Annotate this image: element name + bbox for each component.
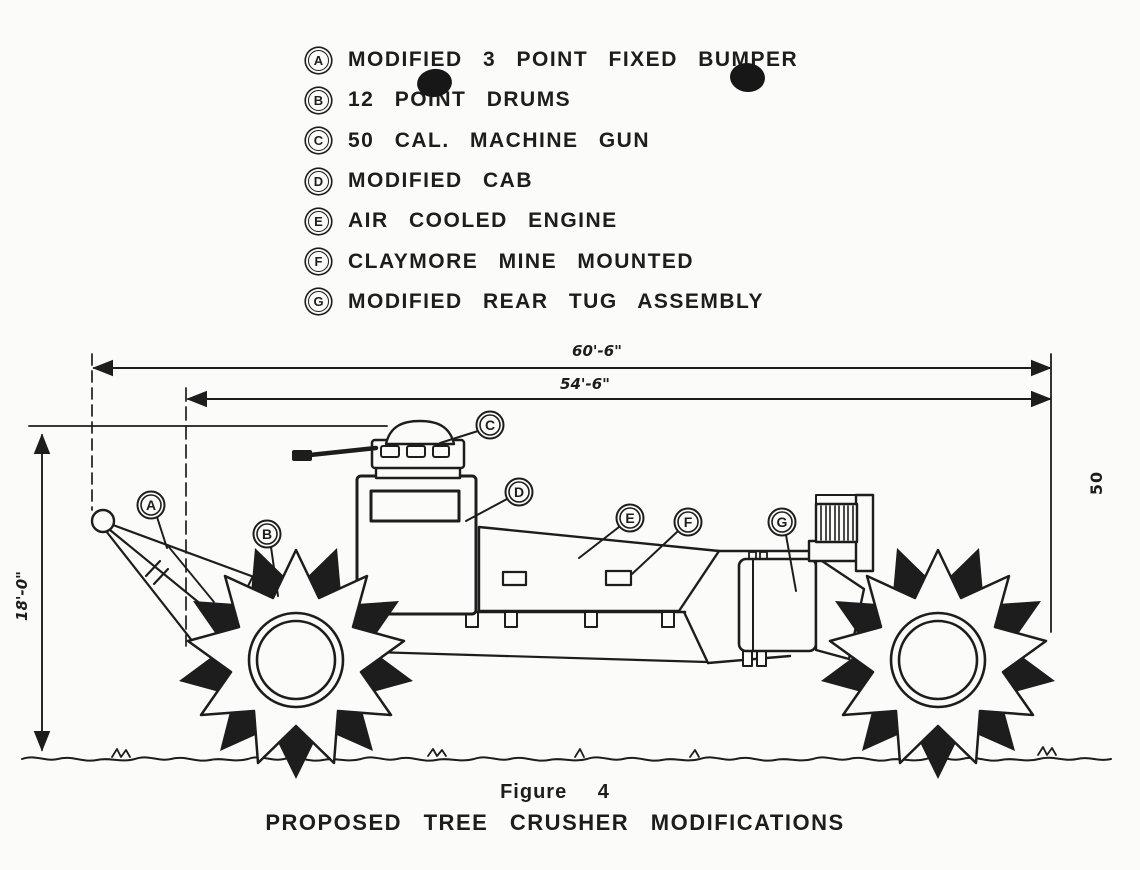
rear-wedge-edge — [682, 610, 710, 665]
grass-tuft — [689, 749, 700, 758]
front-hub-outer — [247, 611, 345, 709]
claymore-mine — [604, 569, 633, 587]
part-label-f: CLAYMORE MINE MOUNTED — [348, 249, 695, 273]
legend-item-e: E AIR COOLED ENGINE — [304, 201, 798, 241]
legend-item-d: D MODIFIED CAB — [304, 161, 798, 201]
figure-title: PROPOSED TREE CRUSHER MODIFICATIONS — [265, 810, 845, 835]
cooling-fins-block — [814, 502, 859, 544]
rear-drum — [821, 548, 1055, 779]
part-letter-badge-g: G — [308, 291, 329, 313]
machine-gun-turret — [292, 419, 466, 480]
callout-c: C — [439, 410, 505, 444]
callout-letter-a: A — [146, 497, 156, 513]
page-number: 50 — [1087, 471, 1106, 495]
cab-window — [369, 489, 461, 523]
height-label: 18'-0" — [13, 571, 31, 621]
deck-bracket — [504, 611, 518, 628]
gun-muzzle — [292, 450, 312, 461]
rear-hub-inner — [897, 619, 979, 701]
front-hub-inner — [255, 619, 337, 701]
callout-b: B — [252, 519, 282, 597]
front-bumper-boom — [90, 508, 256, 649]
dimension-lines: 60'-6" 54'-6" 18'-0" 50 — [13, 342, 1106, 752]
turret-slot — [406, 445, 426, 458]
part-letter-badge-e: E — [308, 210, 329, 232]
figure-caption: Figure 4 PROPOSED TREE CRUSHER MODIFICAT… — [0, 781, 1110, 836]
tug-main-box — [737, 557, 818, 653]
part-letter-badge-d: D — [308, 170, 329, 192]
callout-letter-d: D — [514, 484, 524, 500]
crush-length-label: 54'-6" — [560, 375, 610, 393]
lower-frame-rail — [336, 649, 709, 664]
boom-splice-tick — [144, 559, 162, 578]
parts-legend: A MODIFIED 3 POINT FIXED BUMPER B 12 POI… — [304, 40, 798, 322]
turret-dome — [384, 419, 456, 446]
callout-letter-f: F — [684, 514, 693, 530]
boom-bottom-chord — [104, 529, 199, 649]
cooling-fins-hatching — [820, 505, 854, 541]
callout-letter-b: B — [262, 526, 272, 542]
callout-letter-g: G — [777, 514, 788, 530]
part-letter-badge-c: C — [308, 130, 329, 152]
boom-top-chord — [111, 523, 256, 579]
deck-bracket — [584, 611, 598, 628]
dimension-line-dot — [39, 731, 45, 737]
callout-letter-c: C — [485, 417, 495, 433]
callout-d: D — [465, 477, 534, 522]
deck-bracket — [661, 611, 675, 628]
legend-item-f: F CLAYMORE MINE MOUNTED — [304, 241, 798, 281]
callout-e: E — [578, 503, 645, 559]
rear-hub-outer — [889, 611, 987, 709]
legend-item-a: A MODIFIED 3 POINT FIXED BUMPER — [304, 40, 798, 80]
engine-base — [807, 539, 861, 563]
hood-vent — [501, 570, 528, 587]
boom-brace — [167, 545, 215, 603]
grass-tuft — [574, 748, 585, 758]
part-letter-badge-b: B — [308, 89, 329, 111]
callouts: A B C D — [136, 410, 797, 597]
modified-cab — [355, 474, 478, 616]
legend-item-g: G MODIFIED REAR TUG ASSEMBLY — [304, 282, 798, 322]
grass-tuft — [111, 748, 131, 758]
part-label-a: MODIFIED 3 POINT FIXED BUMPER — [348, 48, 799, 72]
gun-barrel — [307, 445, 379, 458]
grass-tuft — [1037, 746, 1057, 756]
part-label-e: AIR COOLED ENGINE — [348, 209, 618, 233]
figure-label: Figure 4 — [500, 781, 610, 803]
boom-pivot-eye — [90, 508, 116, 534]
callout-g: G — [767, 507, 797, 592]
part-label-c: 50 CAL. MACHINE GUN — [348, 128, 651, 152]
part-label-g: MODIFIED REAR TUG ASSEMBLY — [348, 289, 764, 313]
engine-side-panel — [854, 493, 875, 573]
turret-slot — [432, 445, 450, 458]
part-letter-badge-a: A — [308, 49, 329, 71]
engine-hood — [477, 525, 721, 613]
part-label-b: 12 POINT DRUMS — [348, 88, 572, 112]
legend-item-b: B 12 POINT DRUMS — [304, 80, 798, 120]
grass-tuft — [427, 748, 447, 757]
overall-length-label: 60'-6" — [572, 342, 622, 360]
part-letter-badge-f: F — [308, 251, 329, 273]
front-drum — [179, 548, 413, 779]
part-label-d: MODIFIED CAB — [348, 169, 533, 193]
callout-letter-e: E — [625, 510, 634, 526]
callout-a: A — [136, 490, 168, 549]
hood-panel — [477, 525, 721, 613]
callout-f: F — [631, 507, 703, 575]
boom-splice-tick — [152, 567, 170, 586]
legend-item-c: C 50 CAL. MACHINE GUN — [304, 121, 798, 161]
turret-slot — [380, 445, 400, 458]
